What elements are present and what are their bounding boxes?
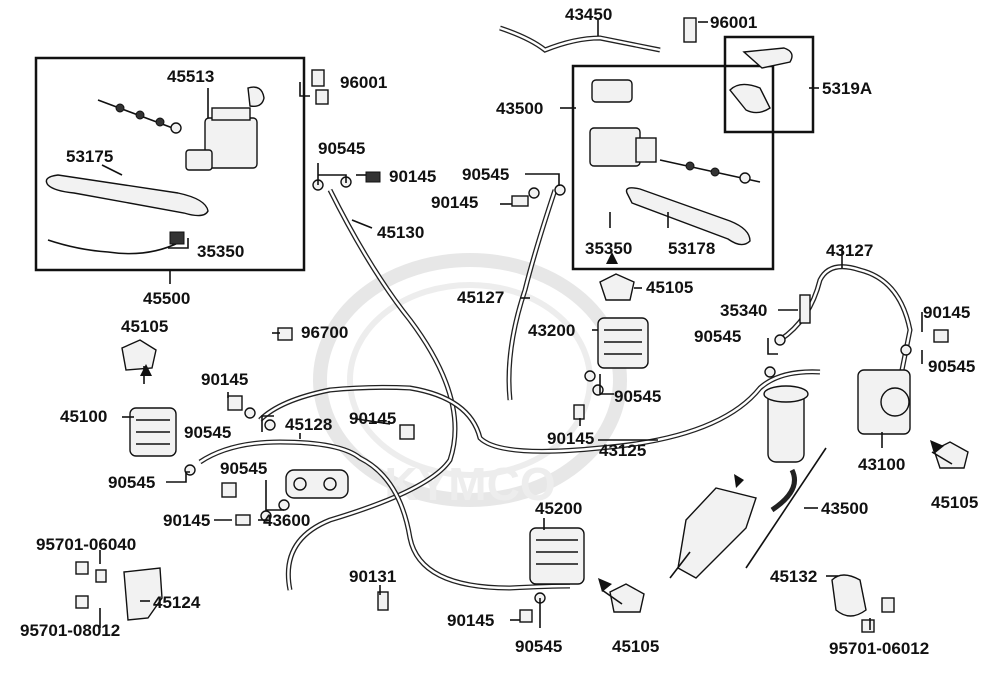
master-cylinder-right [589,79,657,167]
label-45105-a: 45105 [121,317,168,336]
label-43450: 43450 [565,5,612,24]
label-96700: 96700 [301,323,348,342]
label-95701-06012: 95701-06012 [829,639,929,658]
label-53175: 53175 [66,147,113,166]
label-43127: 43127 [826,241,873,260]
label-43500-b: 43500 [821,499,868,518]
label-90145-f: 90145 [547,429,594,448]
part-labels: 45513 96001 53175 35350 45500 45105 4510… [20,5,978,658]
label-45128: 45128 [285,415,332,434]
pads-45105-d [609,583,645,613]
stop-switch-left [169,231,185,245]
brake-lever-right [625,187,751,246]
label-90545-h: 90545 [928,357,975,376]
label-45200: 45200 [535,499,582,518]
label-35350-a: 35350 [197,242,244,261]
label-90145-g: 90145 [923,303,970,322]
reservoir-43500 [763,385,809,463]
switch-wire-left [47,239,181,255]
label-90145-a: 90145 [389,167,436,186]
splitter-43600 [285,469,349,499]
leader-lines [99,20,953,630]
label-45132: 45132 [770,567,817,586]
watermark-text: KYMCO [384,458,555,510]
right-master-cylinder-box [571,64,775,271]
pads-45105-b [599,273,635,301]
caliper-45100 [129,407,177,457]
label-90545-a: 90545 [318,139,365,158]
label-90545-e: 90545 [462,165,509,184]
master-cylinder-43500 [669,487,757,579]
label-35340: 35340 [720,301,767,320]
watermark-logo: KYMCO [313,253,627,510]
bolts-and-washers [75,17,949,633]
pads-45105-a [121,339,157,371]
label-43200: 43200 [528,321,575,340]
label-45124: 45124 [153,593,201,612]
label-53178: 53178 [668,239,715,258]
brake-lever-left [45,174,209,217]
bracket-5319A [729,47,793,114]
label-90145-d: 90145 [163,511,210,530]
label-5319A: 5319A [822,79,872,98]
label-43500-a: 43500 [496,99,543,118]
label-90145-c: 90145 [349,409,396,428]
label-90545-i: 90545 [515,637,562,656]
bracket-45124 [123,567,163,621]
label-45105-d: 45105 [612,637,659,656]
piston-kit-right [659,159,761,184]
label-90145-h: 90145 [447,611,494,630]
piston-kit-left [97,99,182,134]
arrows [140,252,944,592]
label-90131: 90131 [349,567,396,586]
label-90545-b: 90545 [184,423,231,442]
label-96001-a: 96001 [340,73,387,92]
label-43125: 43125 [599,441,646,460]
label-90145-b: 90145 [201,370,248,389]
master-cylinder-left [185,86,265,171]
caliper-43100 [857,369,911,435]
label-95701-06040: 95701-06040 [36,535,136,554]
label-45105-c: 45105 [931,493,978,512]
label-45130: 45130 [377,223,424,242]
label-90545-g: 90545 [694,327,741,346]
label-43100: 43100 [858,455,905,474]
bracket-5319A-box [723,35,815,134]
caliper-43200 [597,317,649,369]
label-35350-b: 35350 [585,239,632,258]
label-90145-e: 90145 [431,193,478,212]
pads-45105-c [933,441,969,469]
label-96001-b: 96001 [710,13,757,32]
label-43600: 43600 [263,511,310,530]
label-90545-c: 90545 [220,459,267,478]
label-45127: 45127 [457,288,504,307]
label-95701-08012: 95701-08012 [20,621,120,640]
label-45500: 45500 [143,289,190,308]
label-45105-b: 45105 [646,278,693,297]
label-90545-f: 90545 [614,387,661,406]
label-45100: 45100 [60,407,107,426]
label-90545-d: 90545 [108,473,155,492]
clamp-45132 [831,574,867,617]
caliper-45200 [529,527,585,585]
label-45513: 45513 [167,67,214,86]
